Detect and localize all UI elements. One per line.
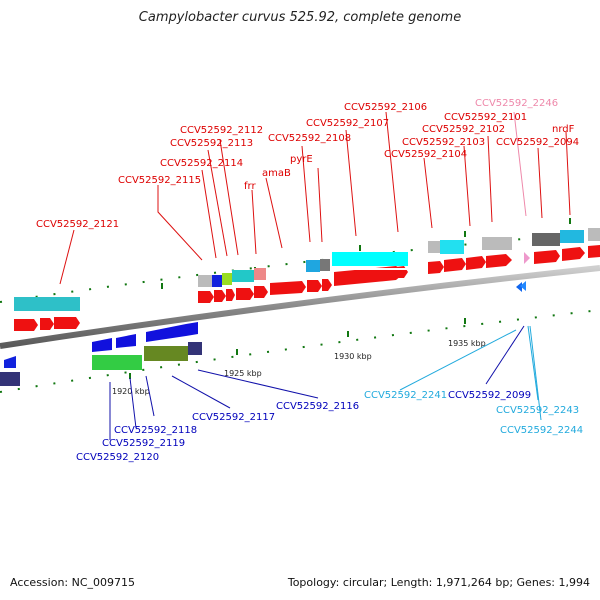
gene-arrow[interactable] bbox=[534, 250, 560, 264]
gene-arrow[interactable] bbox=[334, 266, 406, 286]
gene-arrow[interactable] bbox=[254, 286, 268, 298]
gene-label[interactable]: frr bbox=[244, 181, 256, 192]
gene-feature[interactable] bbox=[306, 260, 320, 272]
gene-label[interactable]: CCV52592_2116 bbox=[276, 401, 359, 412]
tick-label: 1935 kbp bbox=[448, 339, 486, 348]
gene-arrow[interactable] bbox=[396, 266, 408, 278]
genome-summary-label: Topology: circular; Length: 1,971,264 bp… bbox=[287, 576, 590, 589]
gene-feature[interactable] bbox=[332, 252, 408, 266]
gene-feature[interactable] bbox=[254, 268, 266, 280]
gene-feature[interactable] bbox=[212, 275, 222, 287]
gene-arrow[interactable] bbox=[186, 322, 198, 336]
gene-label[interactable]: CCV52592_2108 bbox=[268, 133, 351, 144]
gene-feature[interactable] bbox=[198, 275, 212, 287]
forward-gene-labels: CCV52592_2121 CCV52592_2115 CCV52592_211… bbox=[36, 98, 579, 230]
gene-arrow[interactable] bbox=[307, 280, 322, 292]
gene-arrow[interactable] bbox=[40, 318, 54, 330]
rna-leader-lines bbox=[399, 325, 542, 421]
gene-arrow[interactable] bbox=[444, 258, 466, 272]
gene-arrow[interactable] bbox=[236, 288, 254, 300]
gene-label[interactable]: CCV52592_2103 bbox=[402, 137, 485, 148]
gene-label[interactable]: CCV52592_2119 bbox=[102, 438, 185, 449]
gene-label[interactable]: CCV52592_2114 bbox=[160, 158, 243, 169]
gene-arrow[interactable] bbox=[226, 289, 235, 301]
gene-arrow[interactable] bbox=[54, 317, 80, 329]
tick-label: 1920 kbp bbox=[112, 387, 150, 396]
gene-feature[interactable] bbox=[222, 273, 232, 285]
rna-arrow[interactable] bbox=[520, 281, 526, 291]
gene-label[interactable]: amaB bbox=[262, 168, 291, 179]
reverse-leader-lines bbox=[109, 325, 525, 440]
gene-arrow[interactable] bbox=[588, 245, 600, 258]
gene-label[interactable]: CCV52592_2113 bbox=[170, 138, 253, 149]
gene-label[interactable]: CCV52592_2121 bbox=[36, 219, 119, 230]
gene-label[interactable]: pyrE bbox=[290, 154, 313, 165]
forward-leader-lines bbox=[59, 111, 571, 285]
gene-label[interactable]: CCV52592_2120 bbox=[76, 452, 159, 463]
gene-label[interactable]: CCV52592_2117 bbox=[192, 412, 275, 423]
gene-feature[interactable] bbox=[232, 270, 254, 282]
gene-label[interactable]: CCV52592_2101 bbox=[444, 112, 527, 123]
gene-feature[interactable] bbox=[440, 240, 464, 254]
tick-labels: 1920 kbp 1925 kbp 1930 kbp 1935 kbp bbox=[112, 339, 486, 396]
gene-label[interactable]: CCV52592_2107 bbox=[306, 118, 389, 129]
gene-feature[interactable] bbox=[532, 233, 560, 246]
gene-label[interactable]: nrdF bbox=[552, 124, 575, 135]
gene-feature[interactable] bbox=[0, 372, 20, 386]
gene-label[interactable]: CCV52592_2106 bbox=[344, 102, 427, 113]
gene-arrow[interactable] bbox=[322, 279, 332, 291]
gene-label[interactable]: CCV52592_2243 bbox=[496, 405, 579, 416]
gene-arrow[interactable] bbox=[116, 334, 136, 348]
gene-feature[interactable] bbox=[588, 228, 600, 241]
gene-label[interactable]: CCV52592_2246 bbox=[475, 98, 558, 109]
gene-feature[interactable] bbox=[320, 259, 330, 271]
gene-arrow[interactable] bbox=[198, 291, 214, 303]
gene-arrow[interactable] bbox=[428, 261, 444, 274]
gene-feature[interactable] bbox=[560, 230, 584, 243]
gene-feature[interactable] bbox=[332, 268, 408, 270]
gene-feature[interactable] bbox=[144, 346, 188, 361]
gene-feature[interactable] bbox=[428, 241, 440, 253]
gene-arrow[interactable] bbox=[92, 338, 112, 352]
accession-label: Accession: NC_009715 bbox=[10, 576, 136, 589]
gene-arrow[interactable] bbox=[270, 281, 306, 295]
gene-feature[interactable] bbox=[14, 297, 80, 311]
rna-arrow[interactable] bbox=[516, 282, 522, 292]
gene-arrow[interactable] bbox=[14, 319, 38, 331]
reverse-features bbox=[0, 322, 202, 386]
gene-label[interactable]: CCV52592_2112 bbox=[180, 125, 263, 136]
gene-label[interactable]: CCV52592_2118 bbox=[114, 425, 197, 436]
gene-arrow[interactable] bbox=[466, 256, 486, 270]
gene-arrow[interactable] bbox=[562, 247, 585, 261]
gene-feature[interactable] bbox=[482, 237, 512, 250]
tick-label: 1930 kbp bbox=[334, 352, 372, 361]
rna-gene-labels: CCV52592_2241 CCV52592_2243 CCV52592_224… bbox=[364, 390, 583, 436]
gene-label[interactable]: CCV52592_2094 bbox=[496, 137, 579, 148]
gene-label[interactable]: CCV52592_2099 bbox=[448, 390, 531, 401]
gene-label[interactable]: CCV52592_2104 bbox=[384, 149, 467, 160]
gene-label[interactable]: CCV52592_2102 bbox=[422, 124, 505, 135]
gene-arrow[interactable] bbox=[214, 290, 226, 302]
reverse-gene-labels: CCV52592_2120 CCV52592_2119 CCV52592_211… bbox=[76, 390, 531, 463]
gene-label[interactable]: CCV52592_2115 bbox=[118, 175, 201, 186]
pseudo-gene-marker[interactable] bbox=[524, 252, 530, 264]
pseudo-leader-line bbox=[513, 111, 527, 217]
tick-label: 1925 kbp bbox=[224, 369, 262, 378]
gene-arrow[interactable] bbox=[4, 356, 16, 368]
gene-arrow[interactable] bbox=[146, 324, 186, 342]
gene-arrow[interactable] bbox=[486, 254, 512, 268]
inner-dotted-arc bbox=[0, 309, 600, 393]
gene-label[interactable]: CCV52592_2244 bbox=[500, 425, 583, 436]
gene-feature[interactable] bbox=[188, 342, 202, 355]
genome-backbone bbox=[0, 265, 600, 349]
forward-features bbox=[14, 228, 600, 331]
gene-feature[interactable] bbox=[92, 355, 142, 370]
gene-label[interactable]: CCV52592_2241 bbox=[364, 390, 447, 401]
map-title: Campylobacter curvus 525.92, complete ge… bbox=[138, 10, 462, 25]
